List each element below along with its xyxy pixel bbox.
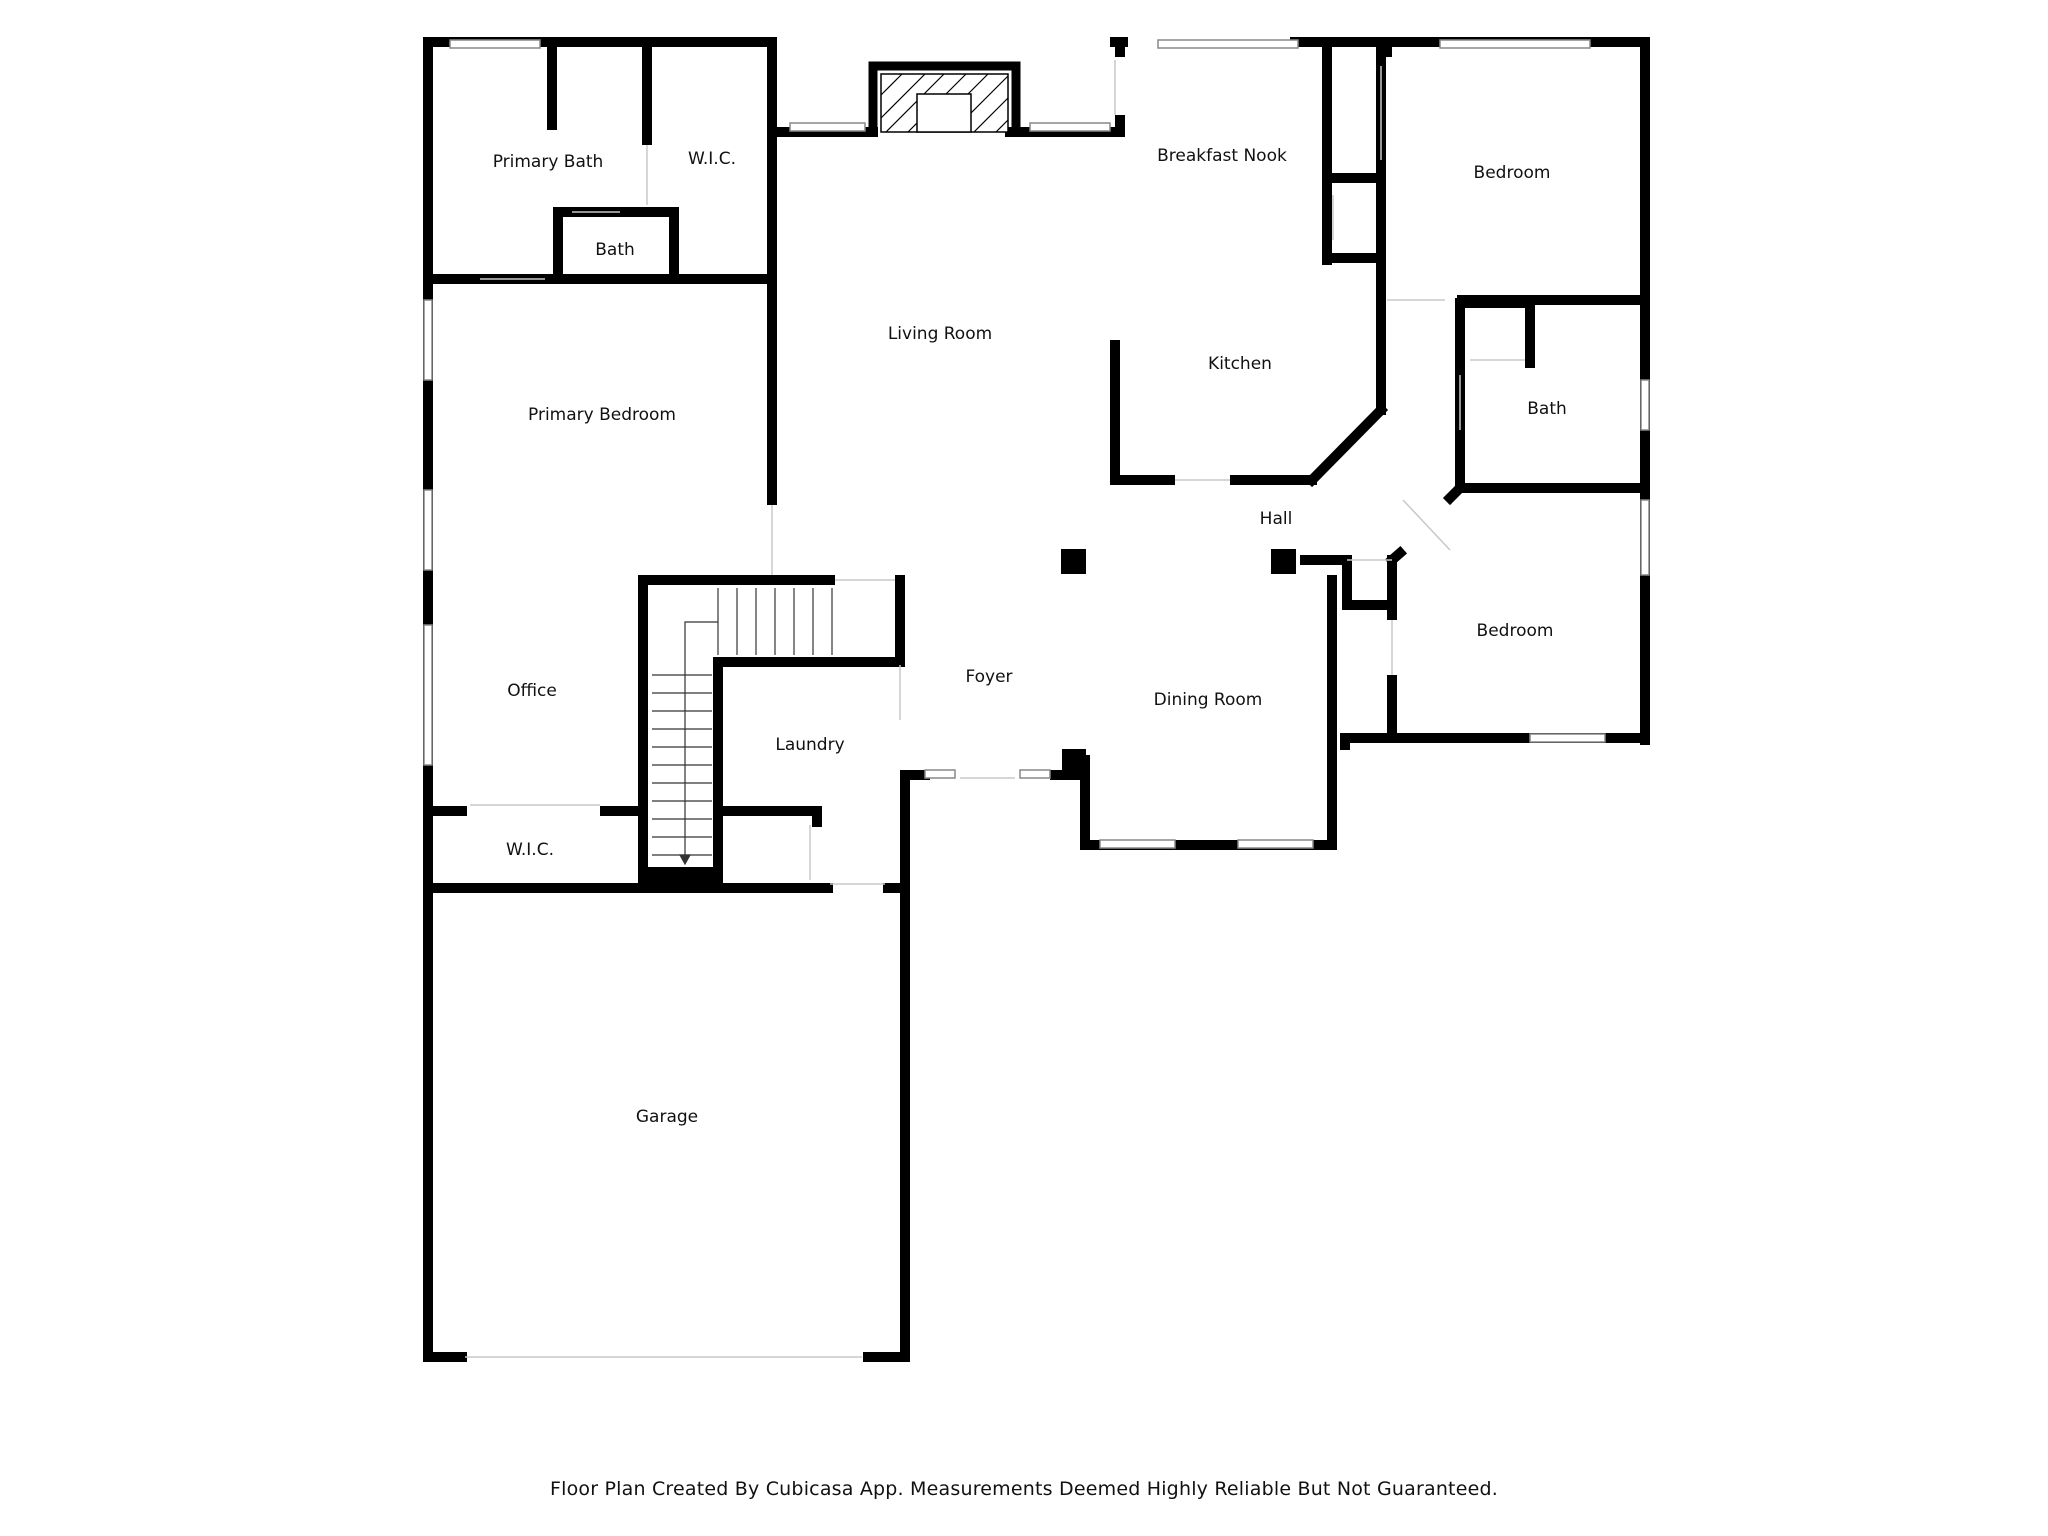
label-garage: Garage [636,1107,698,1127]
label-bedroom-ne: Bedroom [1474,163,1551,183]
door-openings [465,60,1525,1358]
label-bedroom-se: Bedroom [1477,621,1554,641]
stairs [652,588,833,866]
label-bath-east: Bath [1527,399,1567,419]
label-primary-bath: Primary Bath [493,152,604,172]
footer-credit: Floor Plan Created By Cubicasa App. Meas… [550,1478,1498,1500]
label-living-room: Living Room [888,324,992,344]
fireplace [880,73,1009,133]
label-bath-small: Bath [595,240,635,260]
label-hall: Hall [1260,509,1293,529]
label-foyer: Foyer [965,667,1012,687]
label-kitchen: Kitchen [1208,354,1272,374]
label-office: Office [507,681,557,701]
room-labels: Primary Bath W.I.C. Bath Breakfast Nook … [493,146,1567,1127]
windows [423,39,1650,849]
label-primary-bedroom: Primary Bedroom [528,405,676,425]
label-breakfast-nook: Breakfast Nook [1157,146,1287,166]
label-dining-room: Dining Room [1154,690,1263,710]
label-wic-bottom: W.I.C. [506,840,554,860]
label-laundry: Laundry [775,735,844,755]
label-wic-top: W.I.C. [688,149,736,169]
